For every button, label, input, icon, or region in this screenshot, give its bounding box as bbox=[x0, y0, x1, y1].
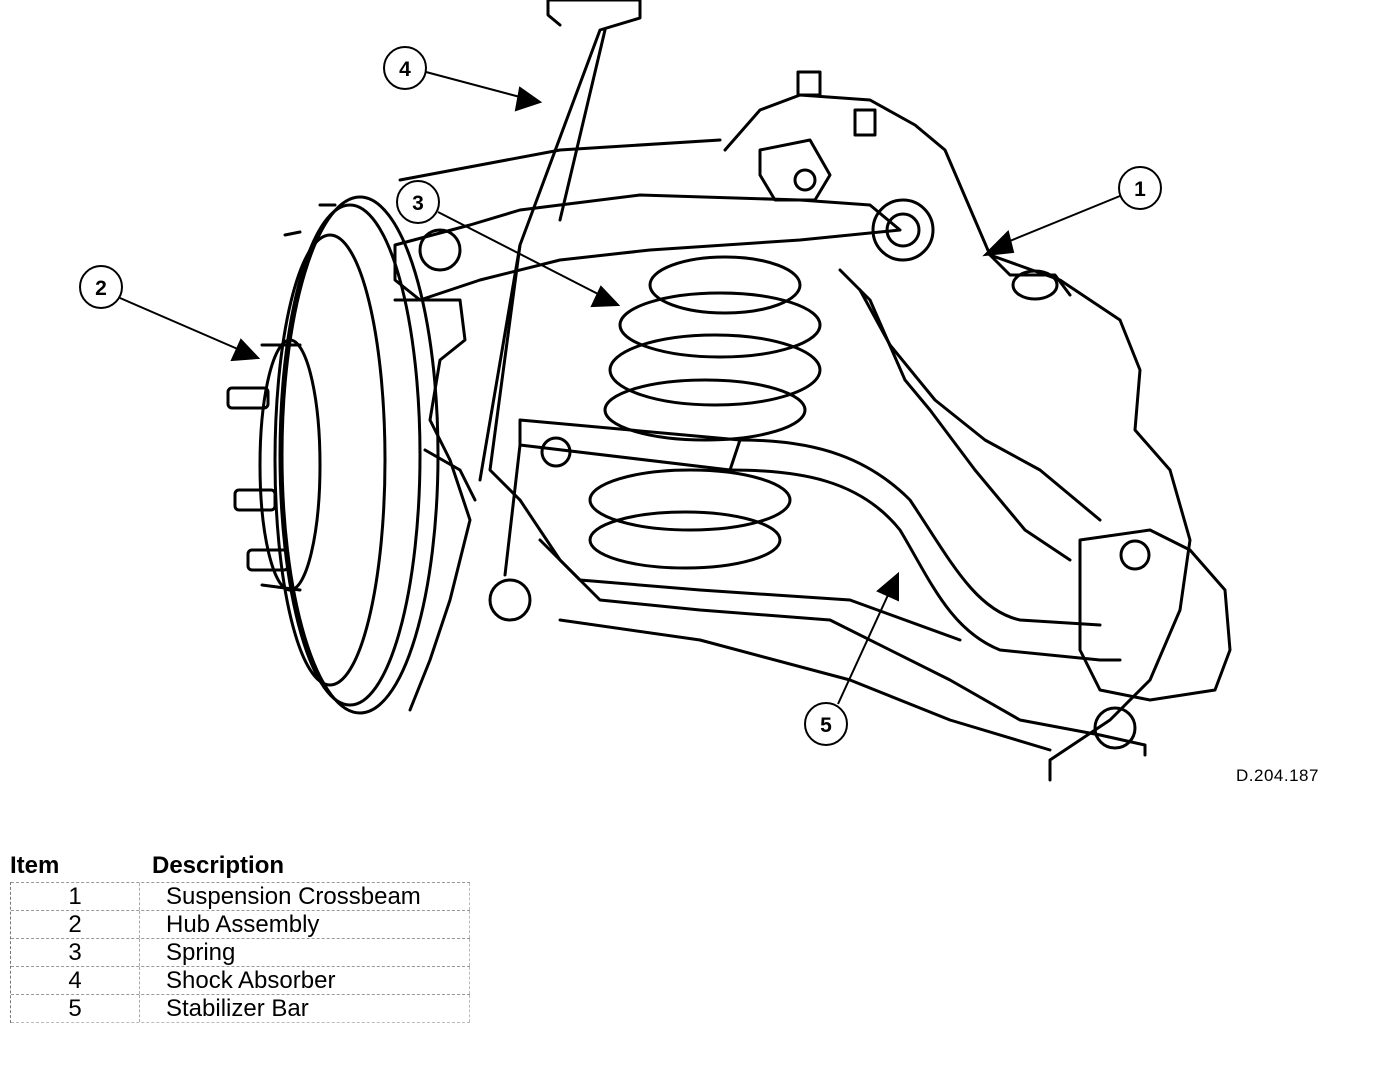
brake-disc bbox=[273, 195, 440, 715]
stabilizer-bracket bbox=[1078, 528, 1232, 702]
callout-4: 4 bbox=[383, 46, 427, 90]
item-header: Item bbox=[10, 852, 60, 879]
callout-1: 1 bbox=[1118, 166, 1162, 210]
legend-rows: 1 Suspension Crossbeam 2 Hub Assembly 3 … bbox=[10, 882, 470, 1023]
description-header: Description bbox=[152, 852, 285, 879]
item-number: 5 bbox=[11, 995, 140, 1022]
svg-text:1: 1 bbox=[1134, 178, 1146, 201]
svg-text:2: 2 bbox=[95, 277, 107, 300]
leader-3 bbox=[437, 211, 601, 296]
hub-assembly bbox=[226, 338, 322, 592]
arrowhead-2 bbox=[230, 338, 261, 362]
arrowhead-5 bbox=[876, 571, 899, 602]
item-number: 2 bbox=[11, 911, 140, 938]
arrowhead-4 bbox=[514, 86, 543, 112]
knuckle bbox=[393, 298, 472, 712]
arrowhead-3 bbox=[590, 285, 621, 308]
crossbeam-hole bbox=[1011, 269, 1059, 301]
leader-5 bbox=[837, 594, 889, 705]
suspension-diagram: 1 2 3 4 5 bbox=[79, 0, 1232, 782]
legend-row: 5 Stabilizer Bar bbox=[11, 994, 470, 1023]
arrowhead-1 bbox=[982, 230, 1015, 257]
upper-arm bbox=[393, 193, 902, 302]
legend-row: 4 Shock Absorber bbox=[11, 966, 470, 994]
leader-4 bbox=[425, 71, 521, 98]
legend-row: 3 Spring bbox=[11, 938, 470, 966]
item-description: Shock Absorber bbox=[166, 967, 336, 994]
leader-2 bbox=[119, 297, 241, 351]
svg-text:3: 3 bbox=[412, 192, 424, 215]
crossbeam-inner bbox=[858, 288, 1102, 522]
stabilizer-bar bbox=[728, 468, 1122, 662]
crossbeam-bolt bbox=[871, 198, 935, 262]
leader-1 bbox=[999, 195, 1121, 246]
item-number: 4 bbox=[11, 967, 140, 994]
item-description: Stabilizer Bar bbox=[166, 995, 309, 1022]
figure-code: D.204.187 bbox=[1236, 766, 1319, 785]
mount-stud bbox=[796, 70, 822, 97]
callout-2: 2 bbox=[79, 265, 123, 309]
crossbeam-lower-edge bbox=[838, 268, 1072, 562]
coil-spring bbox=[588, 255, 822, 570]
legend-row: 2 Hub Assembly bbox=[11, 910, 470, 938]
shock-absorber bbox=[478, 0, 642, 482]
item-number: 3 bbox=[11, 939, 140, 966]
crossbeam-outline bbox=[723, 93, 1192, 782]
legend-table: Item Description 1 Suspension Crossbeam … bbox=[10, 852, 470, 1023]
svg-text:4: 4 bbox=[399, 58, 411, 81]
item-description: Hub Assembly bbox=[166, 911, 320, 938]
link-nut bbox=[488, 578, 532, 622]
callout-3: 3 bbox=[396, 180, 440, 224]
legend-header: Item Description bbox=[10, 852, 470, 882]
item-description: Suspension Crossbeam bbox=[166, 883, 421, 910]
item-number: 1 bbox=[11, 883, 140, 910]
callout-5: 5 bbox=[804, 702, 848, 746]
item-description: Spring bbox=[166, 939, 236, 966]
legend-row: 1 Suspension Crossbeam bbox=[11, 882, 470, 910]
svg-text:5: 5 bbox=[820, 714, 832, 737]
